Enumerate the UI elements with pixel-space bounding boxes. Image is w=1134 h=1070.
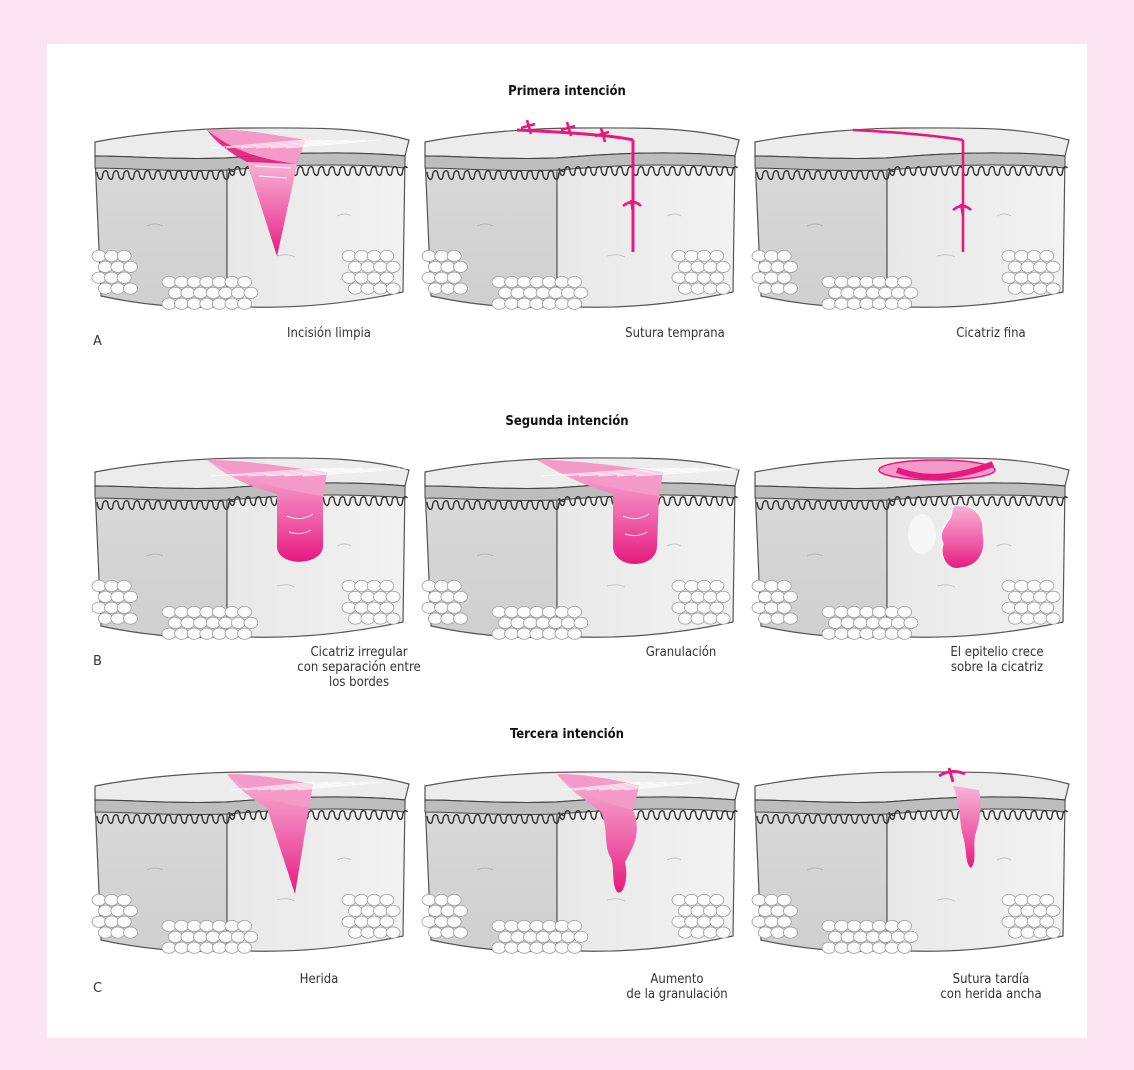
caption-incision: Incisión limpia [229,326,429,341]
caption-wound: Herida [219,972,419,987]
caption-open-wound: Cicatriz irregular con separación entre … [259,645,459,690]
caption-late-suture: Sutura tardía con herida ancha [891,972,1091,1002]
skin-block-open-wound [87,436,417,648]
caption-increased-granulation: Aumento de la granulación [577,972,777,1002]
skin-cross-section-illustration [747,750,1077,962]
row-letter-a: A [93,334,102,349]
skin-block-increased-granulation [417,750,747,962]
row-letter-b: B [93,654,102,669]
section-title-tercera: Tercera intención [47,727,1087,742]
skin-cross-section-illustration [417,750,747,962]
row-letter-c: C [93,981,102,996]
skin-block-granulation [417,436,747,648]
skin-block-epithelium [747,436,1077,648]
figure-panel: Primera intención A [47,44,1087,1038]
section-title-primera: Primera intención [47,84,1087,99]
caption-early-suture: Sutura temprana [575,326,775,341]
skin-block-wound [87,750,417,962]
skin-block-late-suture [747,750,1077,962]
caption-epithelium: El epitelio crece sobre la cicatriz [897,645,1097,675]
skin-cross-section-illustration [747,436,1077,648]
skin-cross-section-illustration [87,436,417,648]
skin-block-fine-scar [747,106,1077,318]
skin-cross-section-illustration [417,106,747,318]
caption-granulation: Granulación [581,645,781,660]
skin-cross-section-illustration [417,436,747,648]
skin-cross-section-illustration [747,106,1077,318]
section-title-segunda: Segunda intención [47,414,1087,429]
skin-block-early-suture [417,106,747,318]
skin-cross-section-illustration [87,750,417,962]
caption-fine-scar: Cicatriz fina [891,326,1091,341]
skin-block-incision [87,106,417,318]
skin-cross-section-illustration [87,106,417,318]
